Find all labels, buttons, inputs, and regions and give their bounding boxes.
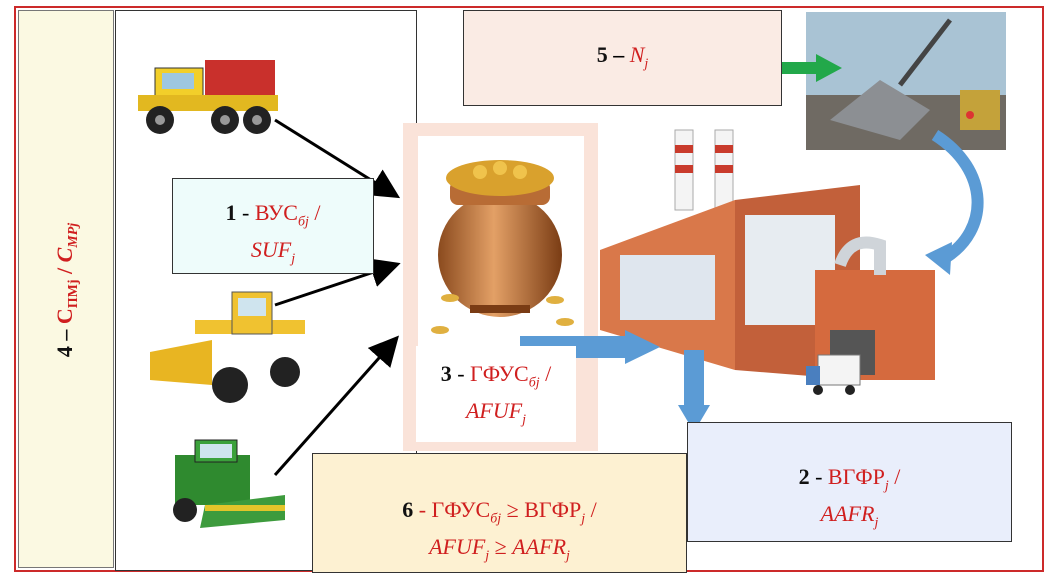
- box-5-n: 5 – Nj: [463, 10, 782, 106]
- box-3-afuf: 3 - ГФУСбj / AFUFj: [416, 346, 576, 442]
- grader-icon: [150, 291, 305, 403]
- side-label-panel: 4 – CПМj / CMPj: [18, 10, 114, 568]
- scrapyard-icon: [806, 12, 1006, 150]
- box-2-aafr: 2 - ВГФРj / AAFRj: [687, 422, 1012, 542]
- delivery-truck-icon: [806, 354, 861, 395]
- curved-blue-arrow: [931, 129, 984, 264]
- box-6-condition: 6 - ГФУСбj ≥ ВГФРj / AFUFj ≥ AAFRj: [312, 453, 687, 573]
- dump-truck-icon: [138, 60, 278, 134]
- money-pot-icon: [431, 160, 574, 334]
- box-1-suf: 1 - ВУСбj / SUFj: [172, 178, 374, 274]
- blue-arrow-down: [678, 350, 710, 432]
- combine-harvester-icon: [173, 439, 285, 528]
